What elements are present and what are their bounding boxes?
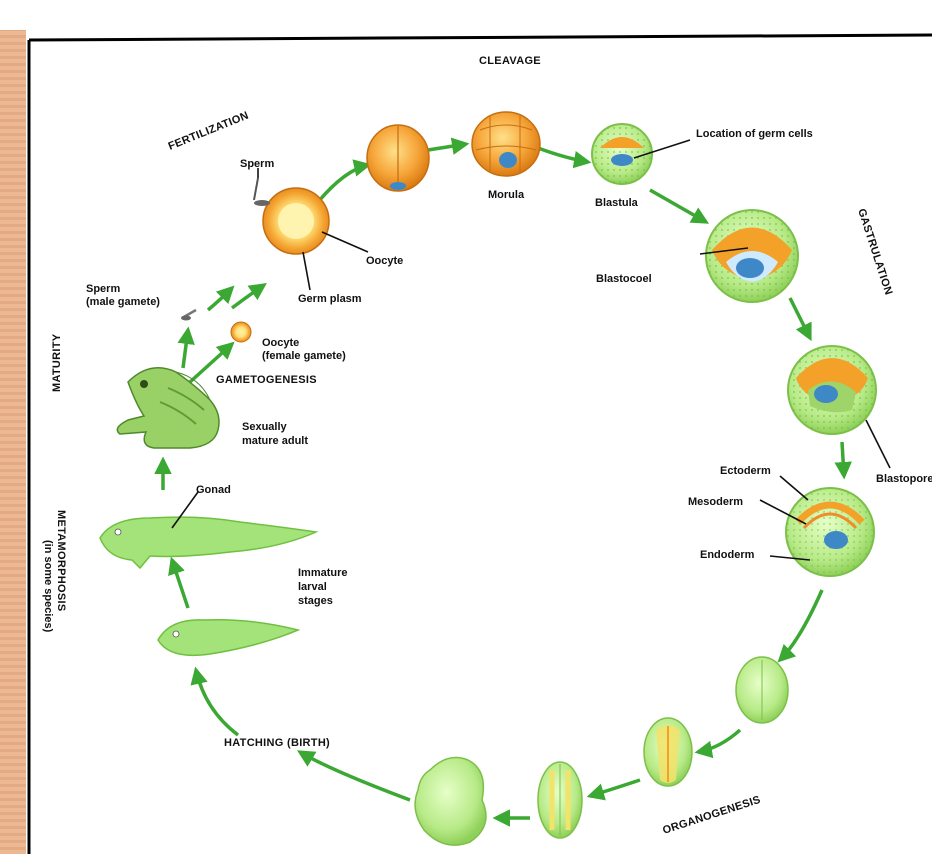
label-oocyte-female-line2: (female gamete) — [262, 350, 346, 362]
morula-embryo — [472, 112, 540, 176]
label-adult-line2: mature adult — [242, 435, 308, 447]
gastrula-embryo — [706, 210, 798, 302]
blastula-embryo — [592, 124, 652, 184]
neurula-stage-2 — [644, 718, 692, 786]
frame-top-border — [29, 35, 932, 40]
label-larval-line1: Immature — [298, 567, 348, 579]
label-larval-line2: larval — [298, 581, 327, 593]
arrow-to-germlayers — [842, 442, 844, 476]
label-adult-line1: Sexually — [242, 421, 288, 433]
label-gonad: Gonad — [196, 484, 231, 496]
label-germ-cells: Location of germ cells — [696, 128, 813, 140]
label-larval-line3: stages — [298, 595, 333, 607]
label-ectoderm: Ectoderm — [720, 465, 771, 477]
label-oocyte: Oocyte — [366, 255, 403, 267]
two-cell-embryo — [367, 125, 429, 191]
label-metamorphosis-note: (in some species) — [42, 540, 54, 633]
label-sperm-male-line2: (male gamete) — [86, 296, 160, 308]
label-oocyte-female-line1: Oocyte — [262, 337, 299, 349]
label-blastula: Blastula — [595, 197, 639, 209]
label-blastopore: Blastopore — [876, 473, 932, 485]
oocyte-gamete — [231, 322, 251, 342]
label-gametogenesis: GAMETOGENESIS — [216, 374, 317, 386]
label-germ-plasm: Germ plasm — [298, 293, 362, 305]
label-sperm: Sperm — [240, 158, 274, 170]
neurula-stage-1 — [736, 657, 788, 723]
label-hatching: HATCHING (BIRTH) — [224, 737, 330, 749]
label-maturity: MATURITY — [51, 333, 63, 392]
blastopore-embryo — [788, 346, 876, 434]
label-blastocoel: Blastocoel — [596, 273, 652, 285]
label-metamorphosis: METAMORPHOSIS — [55, 510, 67, 611]
label-mesoderm: Mesoderm — [688, 496, 743, 508]
germ-layer-embryo — [786, 488, 874, 576]
label-morula: Morula — [488, 189, 525, 201]
label-cleavage: CLEAVAGE — [479, 55, 541, 67]
label-sperm-male-line1: Sperm — [86, 283, 120, 295]
label-endoderm: Endoderm — [700, 549, 755, 561]
oocyte-illustration — [263, 188, 329, 254]
neurula-stage-3 — [538, 762, 582, 838]
